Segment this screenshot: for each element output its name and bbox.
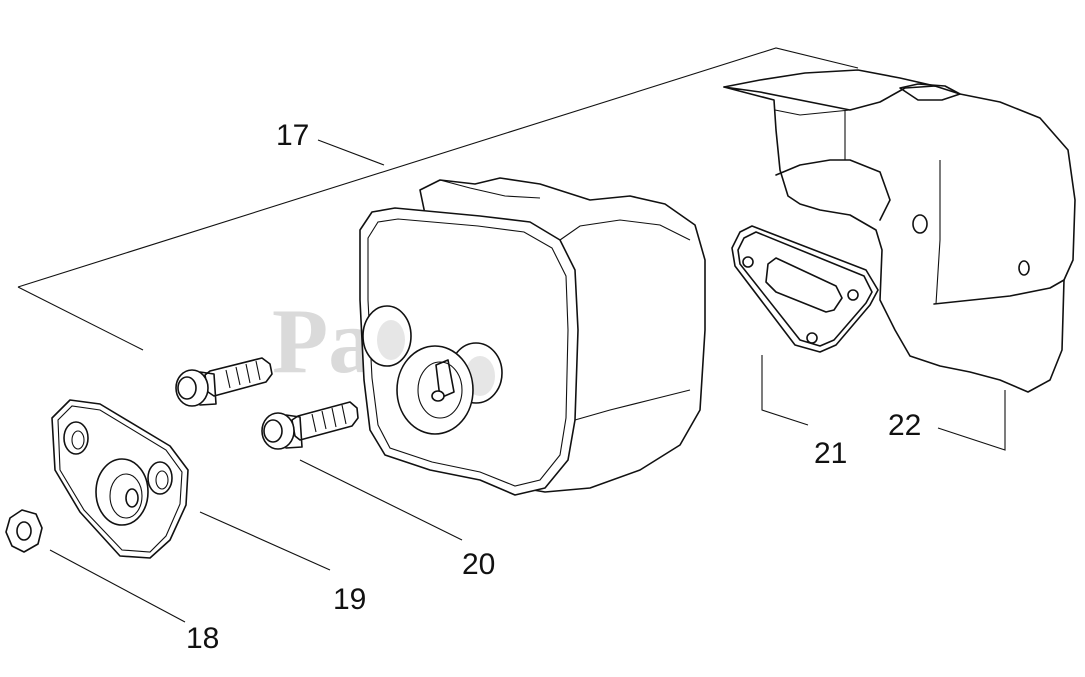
nut-part-18	[5, 509, 43, 553]
muffler-cover-part-22	[723, 69, 1076, 393]
callout-21: 21	[814, 437, 847, 470]
callout-22: 22	[888, 409, 921, 442]
screws-part-20	[175, 357, 359, 450]
muffler-body	[359, 177, 706, 496]
screw-upper	[175, 357, 273, 407]
callout-19: 19	[333, 583, 366, 616]
leader-lines	[49, 355, 1006, 623]
callout-20: 20	[462, 548, 495, 581]
assembly-bracket-17	[17, 47, 859, 351]
callout-17: 17	[276, 119, 309, 152]
gasket-part-21	[731, 225, 879, 353]
screw-lower	[261, 401, 359, 450]
plate-part-19	[51, 399, 189, 559]
callout-18: 18	[186, 622, 219, 655]
